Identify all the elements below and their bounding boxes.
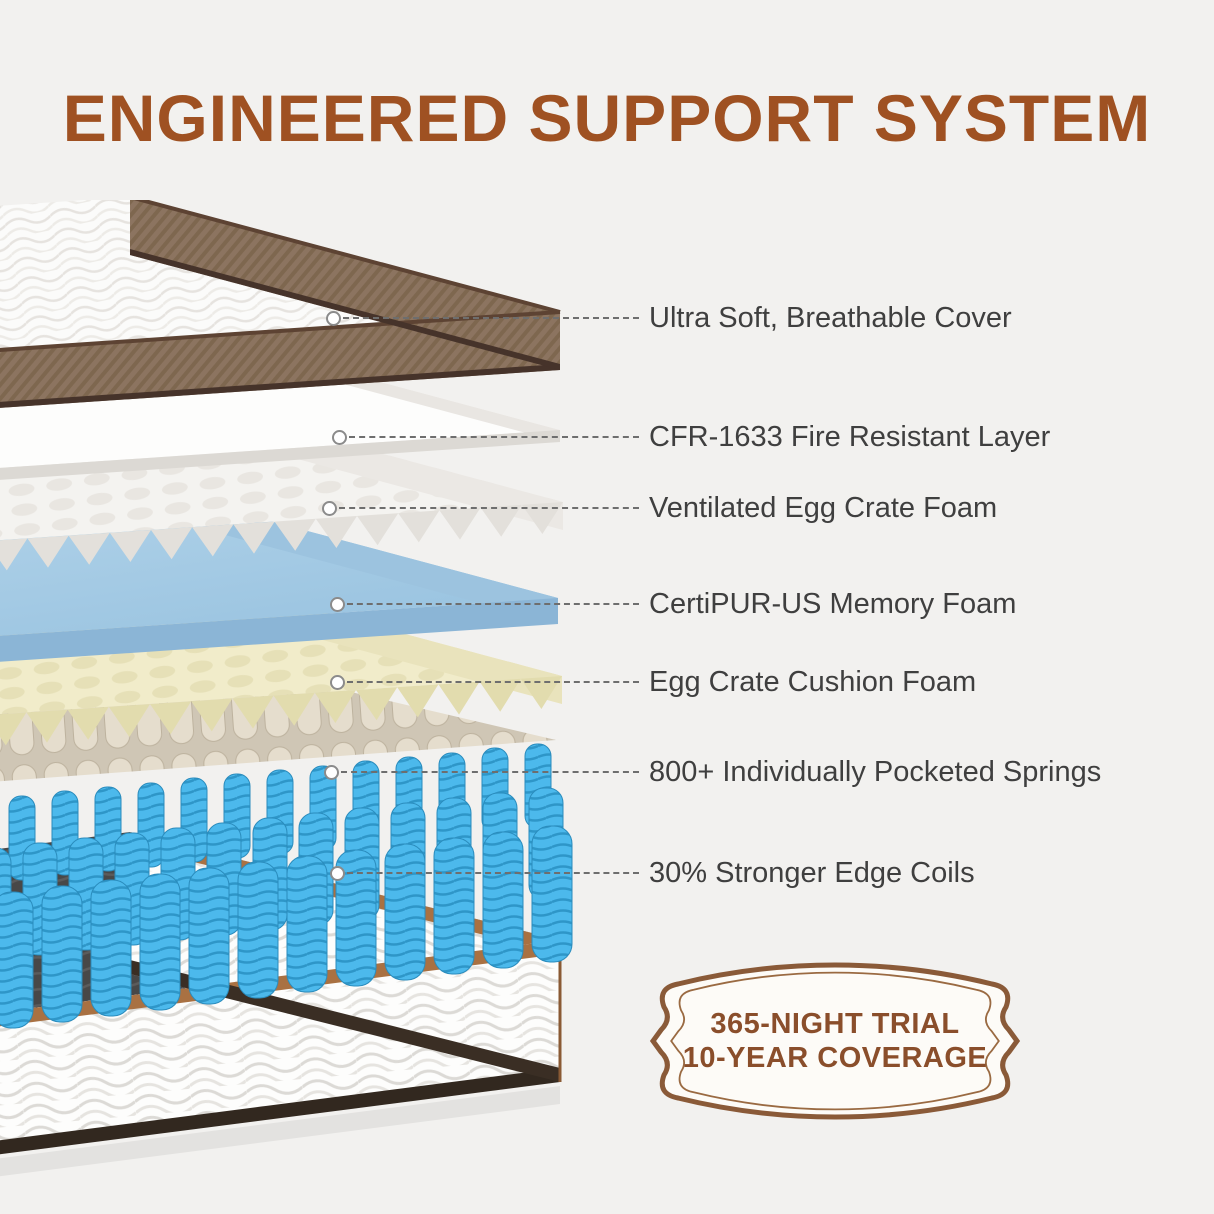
callout-row-cover: Ultra Soft, Breathable Cover [326, 298, 1012, 338]
callout-row-edge-coils: 30% Stronger Edge Coils [330, 853, 975, 893]
badge-text: 365-NIGHT TRIAL 10-YEAR COVERAGE [640, 952, 1030, 1130]
callout-row-memory-foam: CertiPUR-US Memory Foam [330, 584, 1016, 624]
callout-label: 800+ Individually Pocketed Springs [649, 755, 1102, 788]
leader-line [343, 317, 639, 319]
callout-dot-icon [326, 310, 341, 326]
badge-frame-icon [649, 962, 1021, 1120]
leader-line [339, 507, 639, 509]
leader-line [347, 872, 639, 874]
leader-line [347, 681, 639, 683]
leader-line [347, 603, 639, 605]
callout-dot-icon [322, 500, 337, 516]
callout-row-fire-layer: CFR-1633 Fire Resistant Layer [332, 417, 1050, 457]
badge-line-coverage: 10-YEAR COVERAGE [682, 1042, 988, 1074]
callout-label: 30% Stronger Edge Coils [649, 856, 975, 889]
callout-dot-icon [330, 865, 345, 881]
callout-label: CertiPUR-US Memory Foam [649, 587, 1017, 620]
leader-line [341, 771, 639, 773]
floor-shadow [0, 1086, 560, 1177]
callout-dot-icon [324, 764, 339, 780]
callout-row-springs: 800+ Individually Pocketed Springs [324, 752, 1101, 792]
callout-row-cushion-foam: Egg Crate Cushion Foam [330, 662, 976, 702]
badge-line-trial: 365-NIGHT TRIAL [710, 1007, 960, 1040]
page-title: ENGINEERED SUPPORT SYSTEM [62, 81, 1152, 155]
callout-label: Ultra Soft, Breathable Cover [649, 301, 1012, 334]
leader-line [349, 436, 639, 438]
callout-row-egg-crate: Ventilated Egg Crate Foam [322, 488, 997, 528]
mattress-illustration [0, 200, 573, 1177]
callout-dot-icon [330, 596, 345, 612]
callout-label: Ventilated Egg Crate Foam [649, 491, 998, 524]
callout-dot-icon [330, 674, 345, 690]
callout-dot-icon [332, 429, 347, 445]
callout-label: CFR-1633 Fire Resistant Layer [649, 420, 1051, 453]
callout-label: Egg Crate Cushion Foam [649, 665, 977, 698]
warranty-badge: 365-NIGHT TRIAL 10-YEAR COVERAGE [640, 952, 1030, 1130]
layer-cover [0, 200, 561, 408]
